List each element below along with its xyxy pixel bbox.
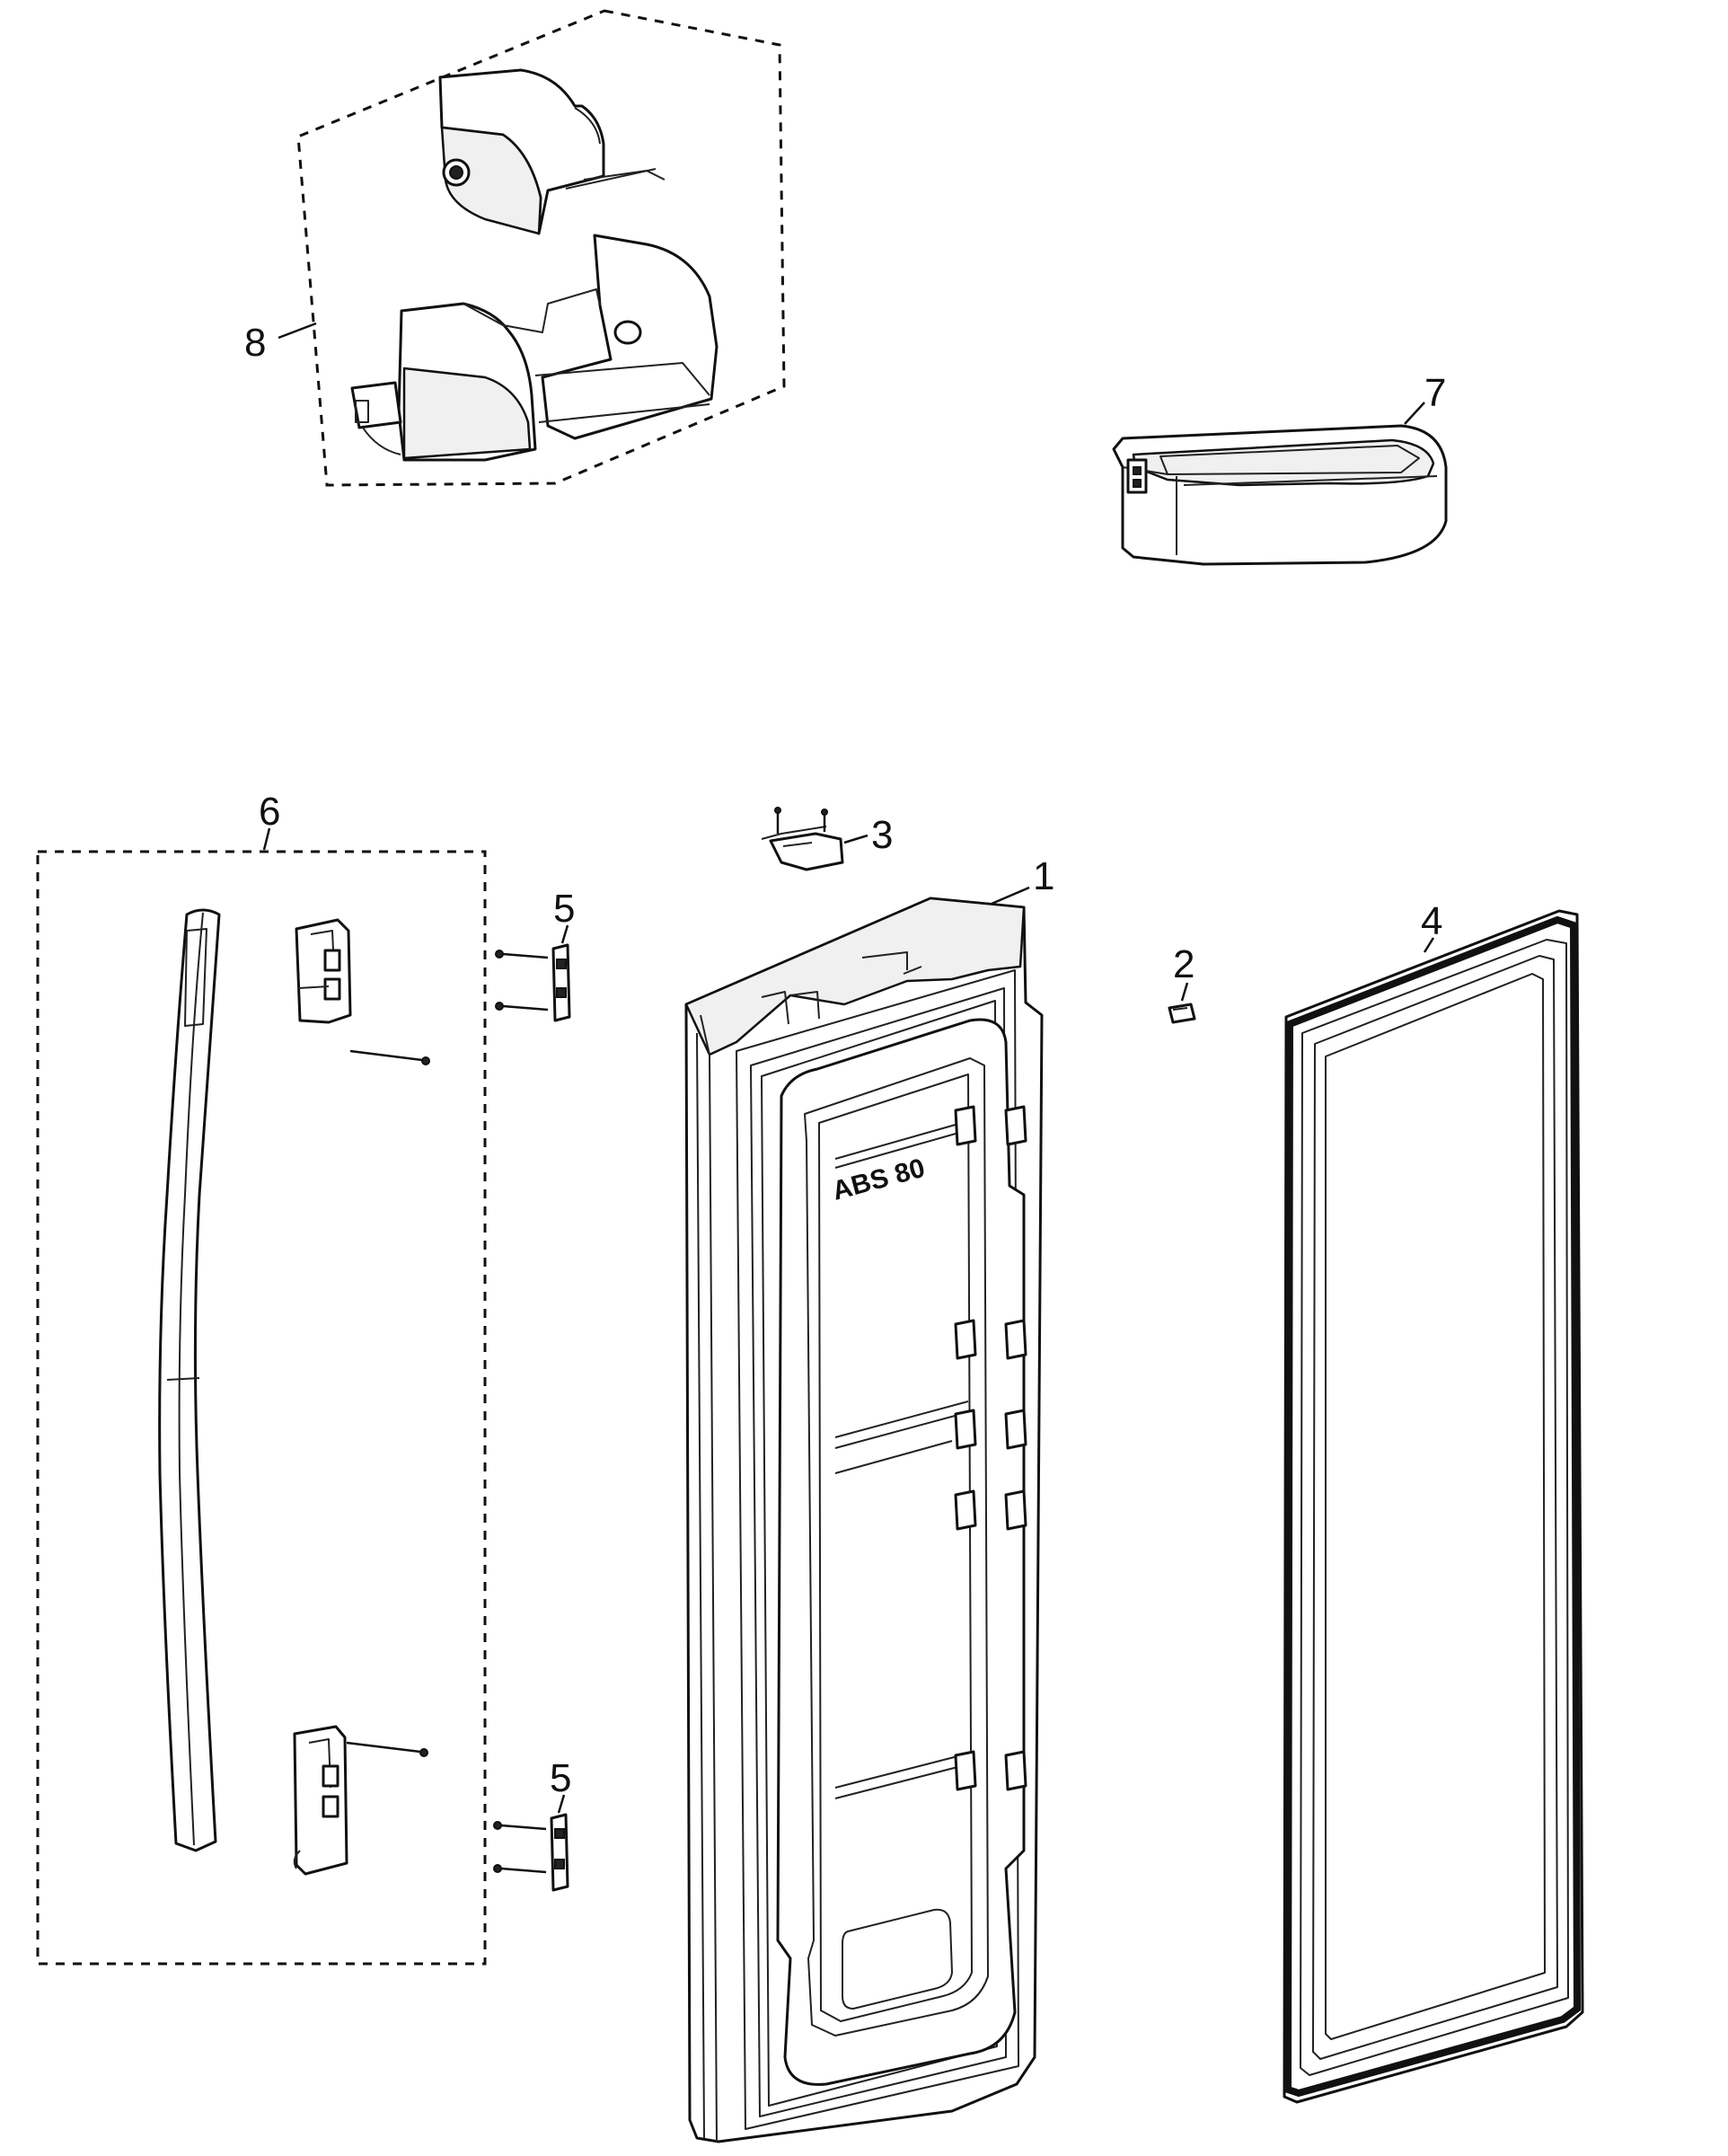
callout-5-lower: 5 — [550, 1756, 571, 1800]
part-3-hinge-cap: 3 — [761, 807, 893, 871]
callout-4: 4 — [1421, 899, 1442, 943]
callout-5-upper: 5 — [553, 887, 575, 931]
part-6-upper-bracket — [295, 918, 430, 1065]
part-4-door-gasket: 4 — [1283, 899, 1584, 2104]
part-7-leader-line — [1404, 402, 1425, 425]
part-1-leader-line — [991, 886, 1030, 906]
part-5-upper-leader-line — [560, 924, 569, 944]
callout-1: 1 — [1033, 854, 1054, 898]
part-8-dashed-outline — [296, 9, 786, 487]
part-6-leader-line — [262, 827, 271, 851]
part-2-stopper: 2 — [1168, 942, 1196, 1024]
part-1-door-assembly: ABS 80 1 — [684, 854, 1054, 2143]
callout-6: 6 — [259, 790, 280, 834]
part-5-lower-clip: 5 — [493, 1756, 571, 1892]
part-3-leader-line — [843, 834, 868, 844]
callout-8: 8 — [244, 321, 266, 365]
part-6-handle-bar — [158, 908, 221, 1852]
part-7-door-bin: 7 — [1112, 371, 1448, 566]
part-4-leader-line — [1423, 937, 1435, 953]
part-8-leader-line — [278, 322, 317, 340]
callout-7: 7 — [1424, 371, 1446, 415]
part-6-dashed-outline — [36, 850, 487, 1966]
part-8-assembly: 8 — [244, 9, 786, 487]
part-8-lower-tray — [350, 234, 719, 462]
part-6-lower-bracket — [293, 1725, 428, 1876]
part-6-handle-assembly: 6 — [36, 790, 487, 1966]
callout-3: 3 — [871, 813, 893, 857]
part-2-leader-line — [1180, 982, 1189, 1002]
part-5-upper-clip: 5 — [495, 887, 575, 1022]
part-5-lower-leader-line — [557, 1794, 566, 1814]
callout-2: 2 — [1173, 942, 1195, 986]
part-8-upper-cover — [438, 68, 666, 235]
